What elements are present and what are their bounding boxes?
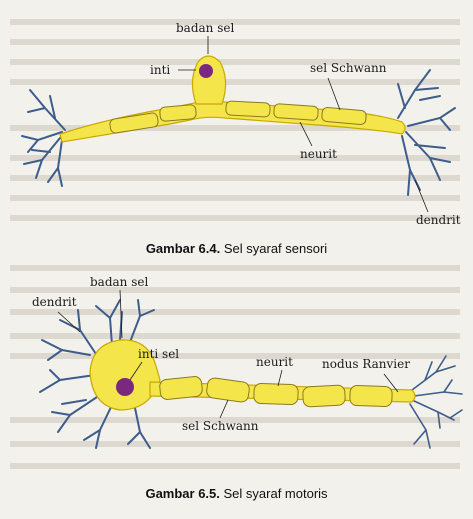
label-inti: inti bbox=[150, 63, 170, 77]
label-nodus-ranvier: nodus Ranvier bbox=[322, 357, 410, 371]
label-neurit-top: neurit bbox=[300, 147, 337, 161]
caption-text-6-4: Sel syaraf sensori bbox=[220, 241, 328, 256]
caption-figure-6-4: Gambar 6.4. Sel syaraf sensori bbox=[0, 241, 473, 256]
motor-soma bbox=[89, 339, 161, 411]
motor-dendrites bbox=[39, 299, 155, 449]
label-badan-sel-top: badan sel bbox=[176, 21, 234, 35]
label-sel-schwann-bottom: sel Schwann bbox=[182, 419, 259, 433]
sensory-schwann-cells bbox=[109, 100, 367, 134]
label-badan-sel-bottom: badan sel bbox=[90, 275, 148, 289]
sensory-neuron: badan sel inti sel Schwann neurit dendri… bbox=[21, 21, 461, 227]
caption-figure-6-5: Gambar 6.5. Sel syaraf motoris bbox=[0, 486, 473, 501]
label-dendrit-top: dendrit bbox=[416, 213, 461, 227]
caption-number-6-4: Gambar 6.4. bbox=[145, 241, 221, 256]
label-inti-sel: inti sel bbox=[138, 347, 179, 361]
label-sel-schwann-top: sel Schwann bbox=[310, 61, 387, 75]
motor-neuron: dendrit badan sel inti sel neurit nodus … bbox=[32, 275, 463, 449]
sensory-nucleus bbox=[199, 64, 213, 78]
motor-leader-lines bbox=[57, 289, 399, 419]
label-dendrit-bottom: dendrit bbox=[32, 295, 77, 309]
sensory-axon bbox=[59, 100, 406, 143]
right-dendrites bbox=[397, 69, 456, 196]
motor-terminals bbox=[409, 355, 463, 449]
sensory-leader-lines bbox=[178, 36, 429, 213]
label-neurit-bottom: neurit bbox=[256, 355, 293, 369]
sensory-soma bbox=[191, 55, 227, 105]
caption-number-6-5: Gambar 6.5. bbox=[145, 486, 220, 501]
motor-schwann-cells bbox=[159, 376, 393, 408]
left-dendrites bbox=[21, 89, 66, 187]
motor-nucleus bbox=[116, 378, 134, 396]
caption-text-6-5: Sel syaraf motoris bbox=[219, 486, 328, 501]
